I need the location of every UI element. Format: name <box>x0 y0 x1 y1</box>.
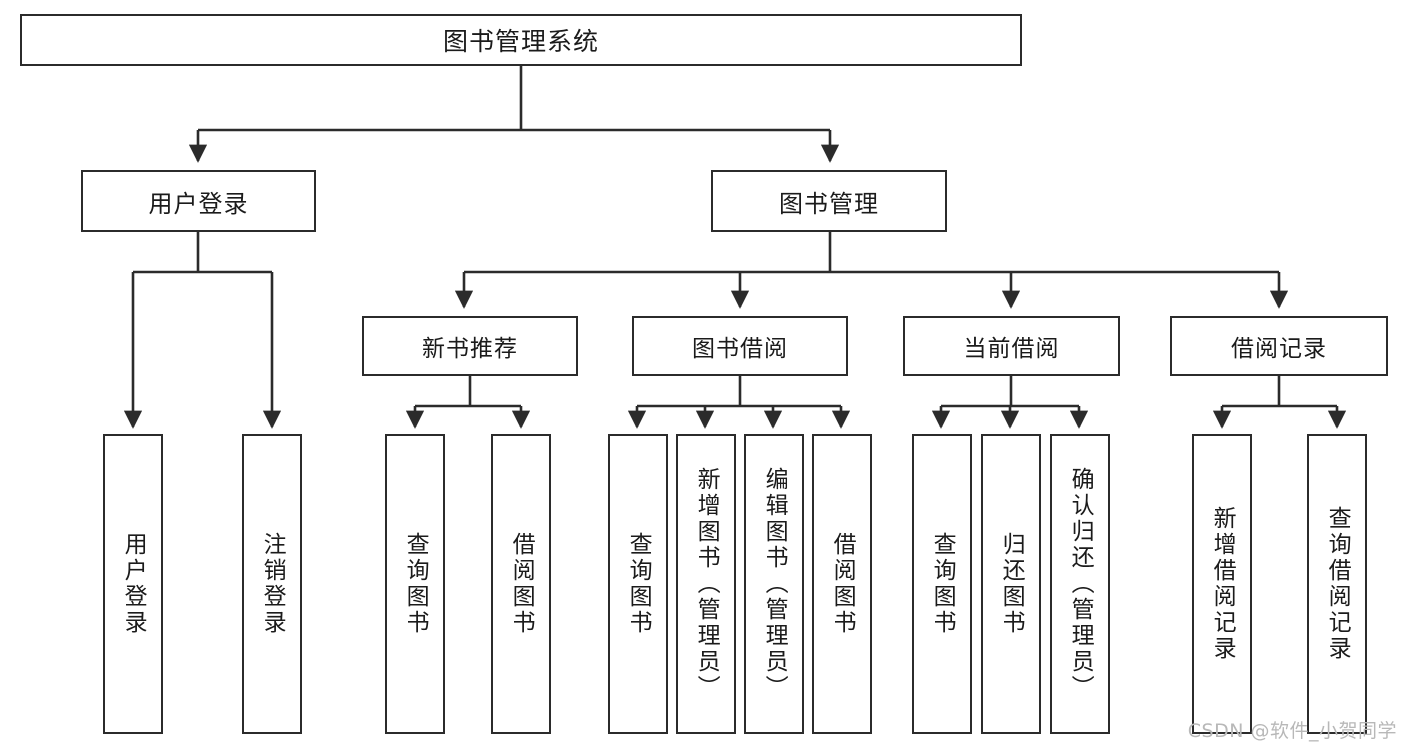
node-leaf-borrow-book-2[interactable]: 借阅图书 <box>812 434 872 734</box>
node-root-label: 图书管理系统 <box>442 27 599 56</box>
node-leaf-return-book-label: 归还图书 <box>998 532 1025 636</box>
node-root[interactable]: 图书管理系统 <box>20 14 1022 66</box>
node-book-borrow[interactable]: 图书借阅 <box>632 316 848 376</box>
node-leaf-query-record-label: 查询借阅记录 <box>1324 506 1351 662</box>
node-leaf-logout-login-label: 注销登录 <box>259 532 286 636</box>
node-leaf-return-book[interactable]: 归还图书 <box>981 434 1041 734</box>
node-book-borrow-label: 图书借阅 <box>692 336 788 362</box>
node-leaf-logout-login[interactable]: 注销登录 <box>242 434 302 734</box>
node-current-borrow-label: 当前借阅 <box>963 336 1060 362</box>
node-borrow-record-label: 借阅记录 <box>1231 336 1327 362</box>
node-book-management[interactable]: 图书管理 <box>711 170 947 232</box>
node-book-management-label: 图书管理 <box>779 189 879 218</box>
node-leaf-user-login[interactable]: 用户登录 <box>103 434 163 734</box>
node-leaf-add-record[interactable]: 新增借阅记录 <box>1192 434 1252 734</box>
node-user-login[interactable]: 用户登录 <box>81 170 316 232</box>
node-leaf-borrow-book-2-label: 借阅图书 <box>829 532 856 636</box>
watermark-text: CSDN @软件_小贺同学 <box>1187 720 1397 742</box>
node-leaf-add-record-label: 新增借阅记录 <box>1209 506 1236 662</box>
node-leaf-add-book-label: 新增图书（管理员） <box>693 467 720 701</box>
node-borrow-record[interactable]: 借阅记录 <box>1170 316 1388 376</box>
node-leaf-add-book[interactable]: 新增图书（管理员） <box>676 434 736 734</box>
node-leaf-query-book-1-label: 查询图书 <box>402 532 429 636</box>
node-leaf-borrow-book-1[interactable]: 借阅图书 <box>491 434 551 734</box>
node-leaf-borrow-book-1-label: 借阅图书 <box>508 532 535 636</box>
node-new-book-recommend-label: 新书推荐 <box>422 336 518 362</box>
node-leaf-query-book-1[interactable]: 查询图书 <box>385 434 445 734</box>
node-leaf-query-book-3[interactable]: 查询图书 <box>912 434 972 734</box>
node-leaf-edit-book-label: 编辑图书（管理员） <box>761 467 788 701</box>
node-leaf-query-record[interactable]: 查询借阅记录 <box>1307 434 1367 734</box>
node-leaf-query-book-2[interactable]: 查询图书 <box>608 434 668 734</box>
node-leaf-query-book-2-label: 查询图书 <box>625 532 652 636</box>
node-leaf-confirm-return[interactable]: 确认归还（管理员） <box>1050 434 1110 734</box>
node-leaf-confirm-return-label: 确认归还（管理员） <box>1067 467 1094 701</box>
node-leaf-query-book-3-label: 查询图书 <box>929 532 956 636</box>
node-new-book-recommend[interactable]: 新书推荐 <box>362 316 578 376</box>
node-user-login-label: 用户登录 <box>148 189 249 218</box>
node-leaf-user-login-label: 用户登录 <box>120 532 147 636</box>
node-current-borrow[interactable]: 当前借阅 <box>903 316 1120 376</box>
node-leaf-edit-book[interactable]: 编辑图书（管理员） <box>744 434 804 734</box>
